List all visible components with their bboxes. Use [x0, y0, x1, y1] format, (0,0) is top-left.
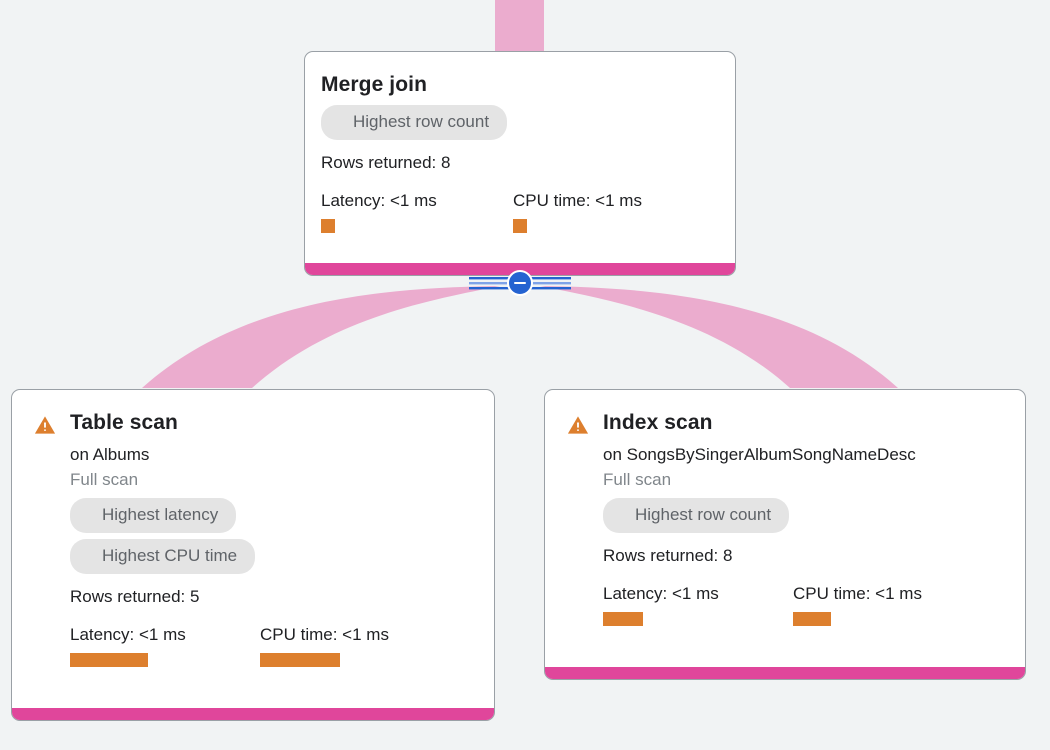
- metric-cpu-time-bar: [260, 653, 340, 667]
- node-index-scan-metrics: Latency: <1 ms CPU time: <1 ms: [603, 583, 1009, 626]
- metric-latency-label: Latency: <1 ms: [603, 584, 719, 603]
- metric-cpu-time: CPU time: <1 ms: [260, 624, 389, 667]
- node-title: Merge join: [321, 73, 428, 96]
- node-merge-join-body: Merge join Highest row count Rows return…: [305, 52, 735, 263]
- edge-incoming-top: [495, 0, 544, 54]
- metric-latency-label: Latency: <1 ms: [70, 625, 186, 644]
- node-title: Index scan: [603, 411, 713, 434]
- node-table-scan-header: Table scan: [34, 410, 474, 436]
- metric-latency-bar: [70, 653, 148, 667]
- metric-cpu-time-label: CPU time: <1 ms: [513, 191, 642, 210]
- metric-latency-label: Latency: <1 ms: [321, 191, 437, 210]
- metric-latency: Latency: <1 ms: [321, 190, 513, 233]
- node-table-scan-metrics: Latency: <1 ms CPU time: <1 ms: [70, 624, 474, 667]
- node-merge-join-chips: Highest row count: [321, 105, 715, 146]
- node-merge-join-metrics: Latency: <1 ms CPU time: <1 ms: [321, 190, 715, 233]
- node-table-scan-chips: Highest latency Highest CPU time: [70, 498, 474, 580]
- node-merge-join-header: Merge join: [321, 72, 715, 98]
- node-subtitle: on SongsBySingerAlbumSongNameDesc: [603, 445, 916, 464]
- warning-triangle-icon: [34, 416, 56, 434]
- metric-cpu-time-bar: [793, 612, 831, 626]
- rows-returned: Rows returned: 8: [321, 153, 451, 172]
- collapse-children-toggle[interactable]: [469, 268, 571, 298]
- node-table-scan-accent-bar: [12, 708, 494, 720]
- rows-returned: Rows returned: 5: [70, 587, 200, 606]
- chip-highest-row-count: Highest row count: [321, 105, 508, 140]
- node-merge-join-accent-bar: [305, 263, 735, 275]
- node-scan-type: Full scan: [603, 470, 672, 489]
- metric-latency: Latency: <1 ms: [70, 624, 260, 667]
- metric-cpu-time: CPU time: <1 ms: [513, 190, 642, 233]
- chip-highest-latency: Highest latency: [70, 498, 237, 533]
- node-subtitle: on Albums: [70, 445, 150, 464]
- edge-merge-to-index-scan: [540, 286, 898, 388]
- node-table-scan[interactable]: Table scan on Albums Full scan Highest l…: [11, 389, 495, 721]
- metric-latency-bar: [603, 612, 643, 626]
- node-index-scan-chips: Highest row count: [603, 498, 1009, 539]
- node-index-scan[interactable]: Index scan on SongsBySingerAlbumSongName…: [544, 389, 1026, 680]
- metric-cpu-time-bar: [513, 219, 527, 233]
- collapse-minus-icon[interactable]: [507, 270, 533, 296]
- metric-cpu-time-label: CPU time: <1 ms: [793, 584, 922, 603]
- metric-latency-bar: [321, 219, 335, 233]
- node-scan-type: Full scan: [70, 470, 139, 489]
- chip-highest-row-count: Highest row count: [603, 498, 790, 533]
- node-index-scan-accent-bar: [545, 667, 1025, 679]
- warning-triangle-icon: [567, 416, 589, 434]
- node-index-scan-header: Index scan: [567, 410, 1009, 436]
- rows-returned: Rows returned: 8: [603, 546, 733, 565]
- node-index-scan-body: Index scan on SongsBySingerAlbumSongName…: [545, 390, 1025, 667]
- chip-highest-cpu-time: Highest CPU time: [70, 539, 256, 574]
- metric-cpu-time-label: CPU time: <1 ms: [260, 625, 389, 644]
- node-merge-join[interactable]: Merge join Highest row count Rows return…: [304, 51, 736, 276]
- metric-cpu-time: CPU time: <1 ms: [793, 583, 922, 626]
- metric-latency: Latency: <1 ms: [603, 583, 793, 626]
- edge-merge-to-table-scan: [142, 286, 500, 388]
- node-title: Table scan: [70, 411, 178, 434]
- node-table-scan-body: Table scan on Albums Full scan Highest l…: [12, 390, 494, 708]
